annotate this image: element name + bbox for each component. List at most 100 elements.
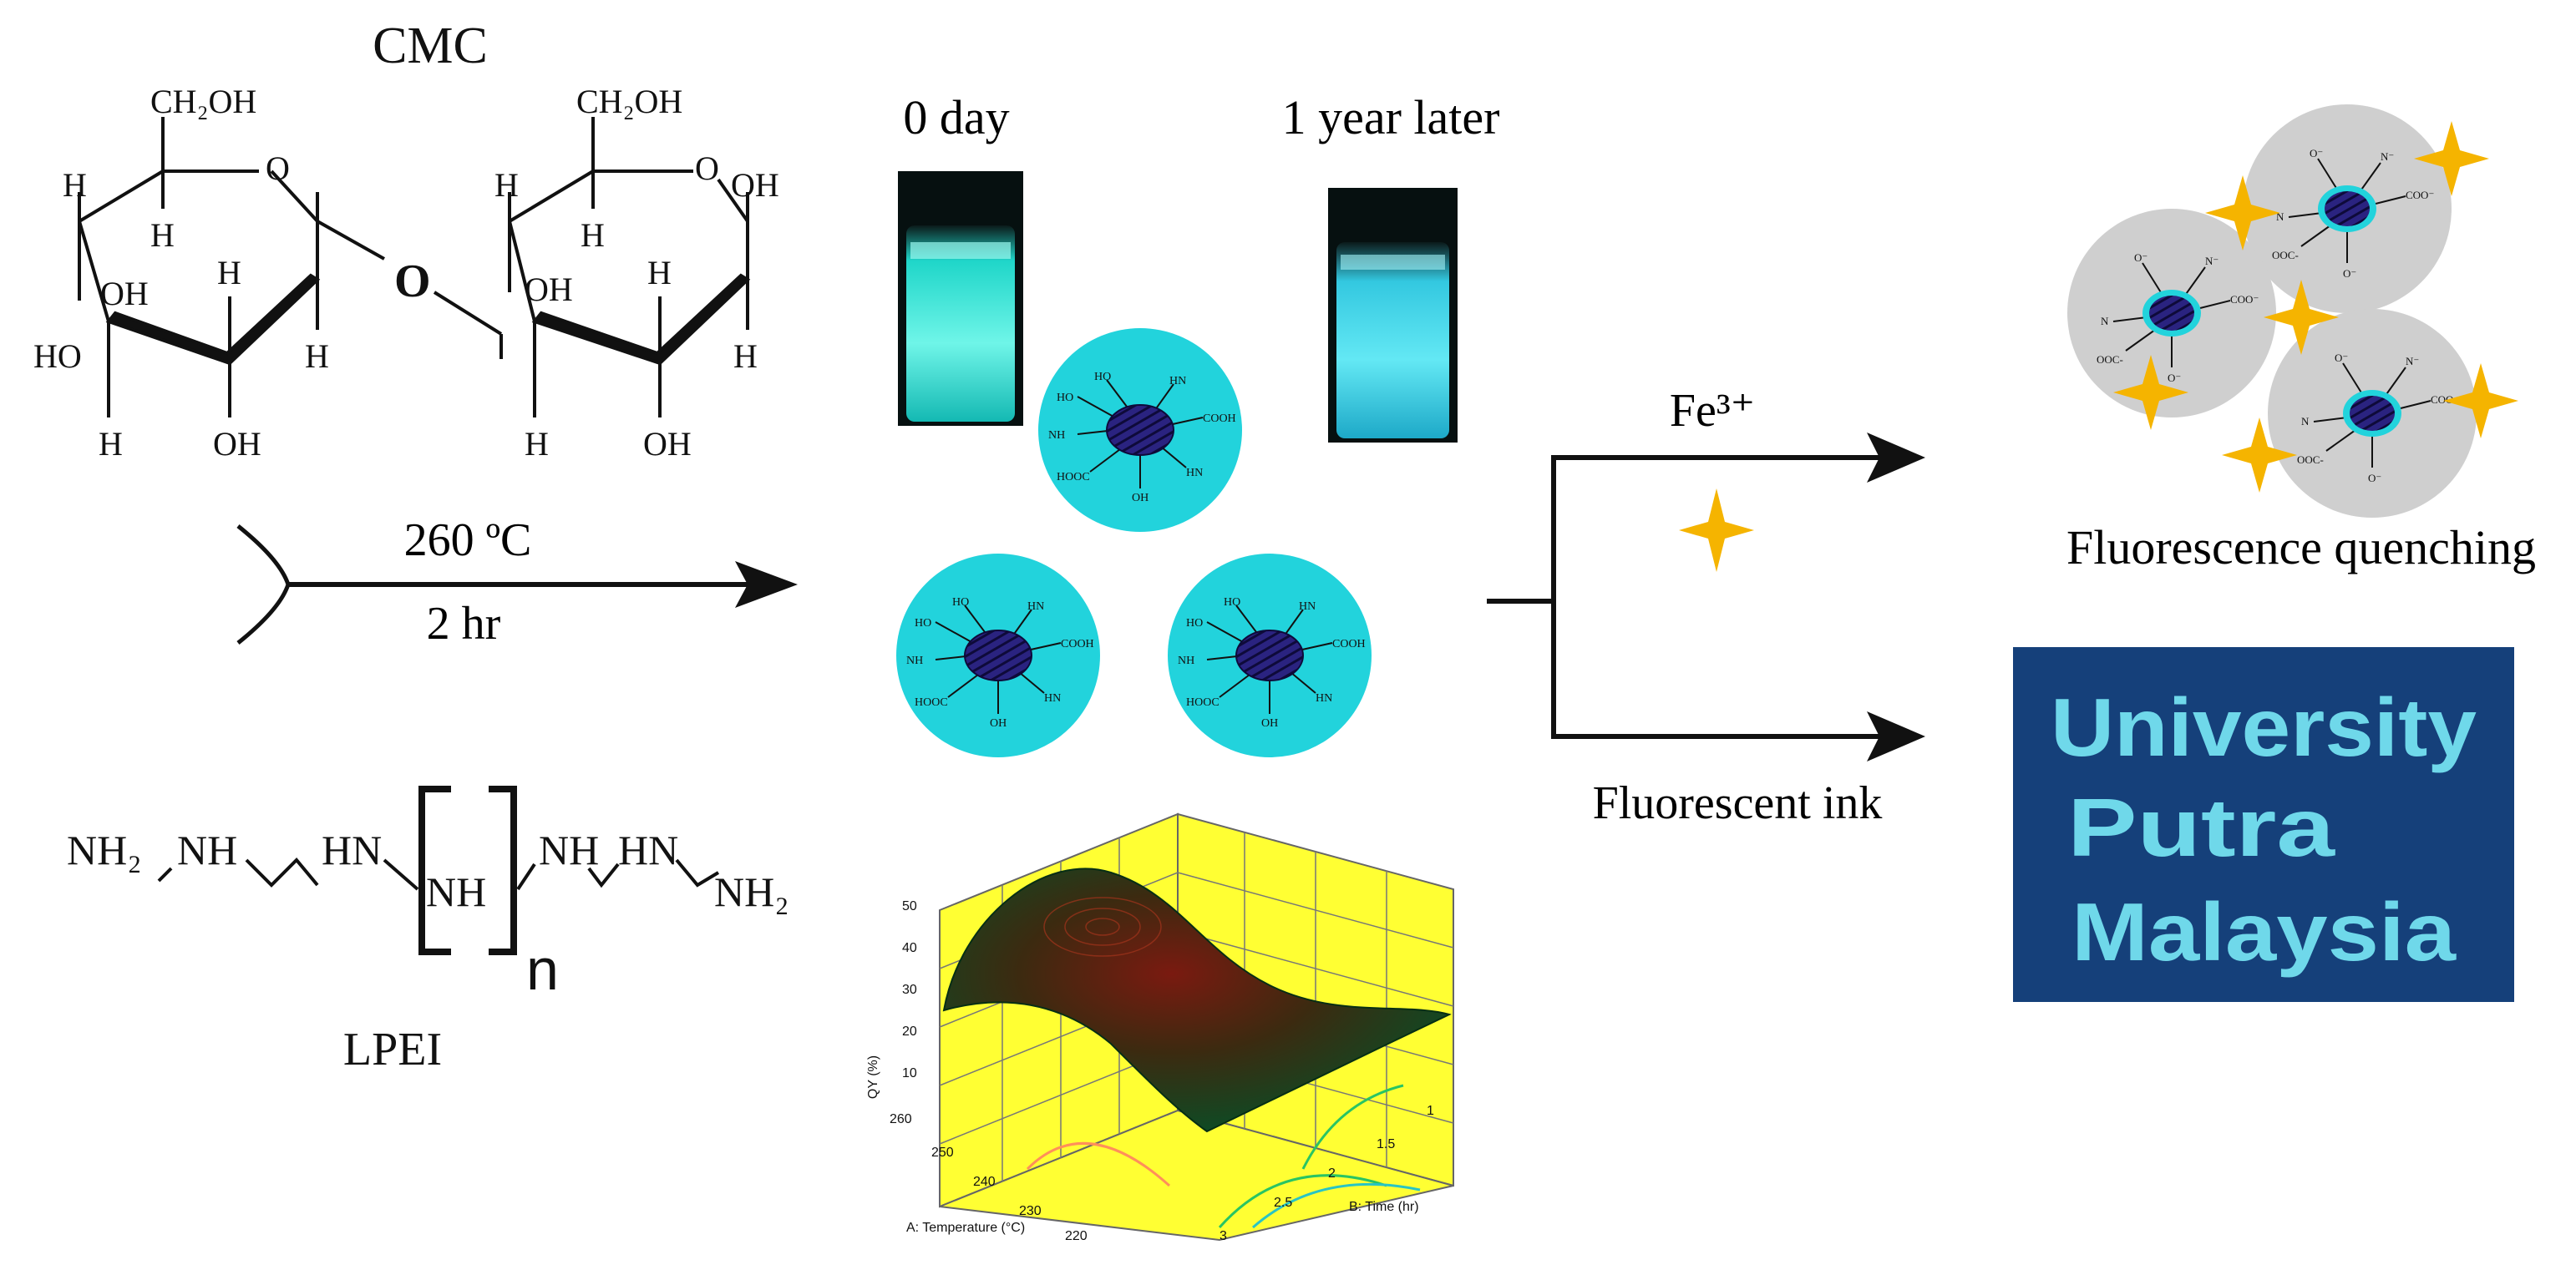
svg-text:NH₂: NH₂	[67, 827, 142, 873]
svg-text:HO: HO	[1057, 392, 1073, 404]
svg-text:N⁻: N⁻	[2381, 150, 2394, 163]
svg-text:H: H	[581, 216, 605, 254]
svg-text:HO: HO	[1186, 617, 1203, 630]
svg-text:HN: HN	[1299, 600, 1316, 613]
cmc-right-ring	[508, 117, 751, 417]
svg-text:H: H	[150, 216, 175, 254]
svg-text:NH: NH	[539, 827, 599, 873]
quenched-dot: O⁻ N⁻ N COO⁻ OOC- O⁻	[2243, 104, 2452, 313]
svg-text:COO⁻: COO⁻	[2406, 189, 2434, 201]
svg-text:260: 260	[890, 1112, 912, 1126]
z-axis-title: QY (%)	[866, 1055, 880, 1099]
vial-label-1-year: 1 year later	[1282, 90, 1500, 144]
x-axis-b-title: B: Time (hr)	[1349, 1200, 1419, 1214]
svg-text:H: H	[99, 425, 123, 463]
svg-text:2.5: 2.5	[1274, 1196, 1292, 1210]
svg-text:O⁻: O⁻	[2368, 472, 2381, 484]
svg-text:O⁻: O⁻	[2134, 251, 2148, 264]
svg-text:HO: HO	[915, 617, 931, 630]
fe-ion-star-icon	[2222, 417, 2297, 493]
svg-text:HN: HN	[1044, 692, 1061, 705]
vial-0-day	[898, 171, 1023, 426]
svg-text:NH: NH	[906, 655, 923, 667]
svg-text:HOOC: HOOC	[1057, 471, 1090, 483]
lpei-name: LPEI	[343, 1024, 442, 1075]
surface-plot: QY (%) 50 40 30 20 10 260 250 240 230 22…	[866, 812, 1454, 1243]
svg-text:2: 2	[1328, 1166, 1336, 1181]
svg-text:N: N	[2301, 415, 2310, 428]
svg-text:COOH: COOH	[1061, 638, 1094, 650]
branch-arrows	[1487, 455, 1884, 739]
svg-text:COOH: COOH	[1332, 638, 1366, 650]
fe-ion-star-icon	[2205, 175, 2280, 250]
vial-1-year	[1328, 188, 1458, 443]
svg-text:OOC-: OOC-	[2297, 453, 2324, 466]
svg-text:OH: OH	[213, 425, 261, 463]
svg-text:HOOC: HOOC	[1186, 696, 1220, 709]
svg-text:COOH: COOH	[1203, 412, 1236, 425]
ink-line-3: Malaysia	[2071, 886, 2457, 978]
glycosidic-bond	[317, 220, 503, 359]
svg-text:N: N	[2276, 210, 2284, 223]
svg-text:H: H	[733, 337, 758, 375]
fe-ion-star-icon	[2443, 363, 2518, 438]
svg-text:NH₂: NH₂	[714, 868, 789, 915]
carbon-dot: HO HN HO NH COOH HN HOOC OH	[896, 554, 1100, 757]
svg-text:O⁻: O⁻	[2335, 352, 2348, 364]
carbon-dot-group: HO HN HO NH COOH HN HOOC OH HO HN HO NH …	[896, 328, 1372, 757]
svg-text:NH: NH	[177, 827, 237, 873]
svg-text:20: 20	[902, 1025, 917, 1039]
fe-ion-star-icon	[2113, 355, 2188, 430]
vial-label-0-day: 0 day	[903, 90, 1009, 144]
svg-text:HO: HO	[1094, 371, 1111, 383]
svg-text:COO⁻: COO⁻	[2230, 293, 2259, 306]
svg-text:HN: HN	[1169, 375, 1186, 387]
svg-text:10: 10	[902, 1066, 917, 1080]
svg-text:1: 1	[1427, 1104, 1434, 1118]
svg-text:1.5: 1.5	[1377, 1137, 1395, 1151]
carbon-dot: HO HN HO NH COOH HN HOOC OH	[1168, 554, 1372, 757]
svg-text:H: H	[217, 254, 241, 291]
svg-text:HN: HN	[1027, 600, 1044, 613]
cmc-structure: CMC CH₂OH O H H OH H H O H H OH	[33, 18, 779, 463]
svg-text:230: 230	[1019, 1204, 1042, 1218]
fe3-label: Fe³⁺	[1670, 385, 1755, 437]
ink-line-2: Putra	[2067, 782, 2336, 873]
svg-text:HO: HO	[952, 596, 969, 609]
svg-text:N: N	[2101, 315, 2109, 327]
fe-ion-star-icon	[2414, 121, 2489, 196]
cmc-title: CMC	[373, 18, 488, 74]
svg-text:HN: HN	[322, 827, 382, 873]
svg-text:H: H	[647, 254, 672, 291]
svg-text:50: 50	[902, 899, 917, 913]
svg-text:N⁻: N⁻	[2205, 255, 2219, 267]
ink-line-1: University	[2051, 681, 2477, 773]
svg-text:OH: OH	[525, 271, 573, 308]
svg-text:O⁻: O⁻	[2168, 372, 2181, 384]
bridge-oxygen: O	[394, 256, 431, 307]
svg-text:CH₂OH: CH₂OH	[150, 83, 256, 120]
svg-text:HN: HN	[1186, 467, 1203, 479]
lpei-structure: NH₂ NH HN NH n NH HN NH₂ LPEI	[67, 786, 789, 1075]
fluorescence-quenching-label: Fluorescence quenching	[2066, 520, 2536, 574]
quenched-dot: O⁻ N⁻ N COO⁻ OOC- O⁻	[2268, 309, 2477, 518]
svg-text:HN: HN	[618, 827, 678, 873]
svg-text:HN: HN	[1316, 692, 1332, 705]
svg-text:H: H	[63, 166, 87, 204]
svg-text:240: 240	[973, 1175, 996, 1189]
svg-text:OH: OH	[731, 166, 779, 204]
fluorescent-ink-photo: University Putra Malaysia	[2013, 647, 2514, 1002]
reaction-arrow: 260 ºC 2 hr	[236, 514, 798, 650]
svg-text:O: O	[266, 149, 290, 187]
svg-text:NH: NH	[1048, 429, 1065, 442]
x-axis-a-title: A: Temperature (°C)	[906, 1221, 1025, 1235]
svg-text:HOOC: HOOC	[915, 696, 948, 709]
svg-text:OH: OH	[100, 275, 149, 312]
svg-text:H: H	[305, 337, 329, 375]
reaction-temperature: 260 ºC	[404, 514, 532, 566]
svg-text:250: 250	[931, 1146, 954, 1160]
svg-text:OH: OH	[643, 425, 692, 463]
svg-text:H: H	[525, 425, 549, 463]
quenching-cluster: O⁻ N⁻ N COO⁻ OOC- O⁻ O⁻ N⁻ N COO⁻ OOC- O…	[2067, 104, 2518, 518]
